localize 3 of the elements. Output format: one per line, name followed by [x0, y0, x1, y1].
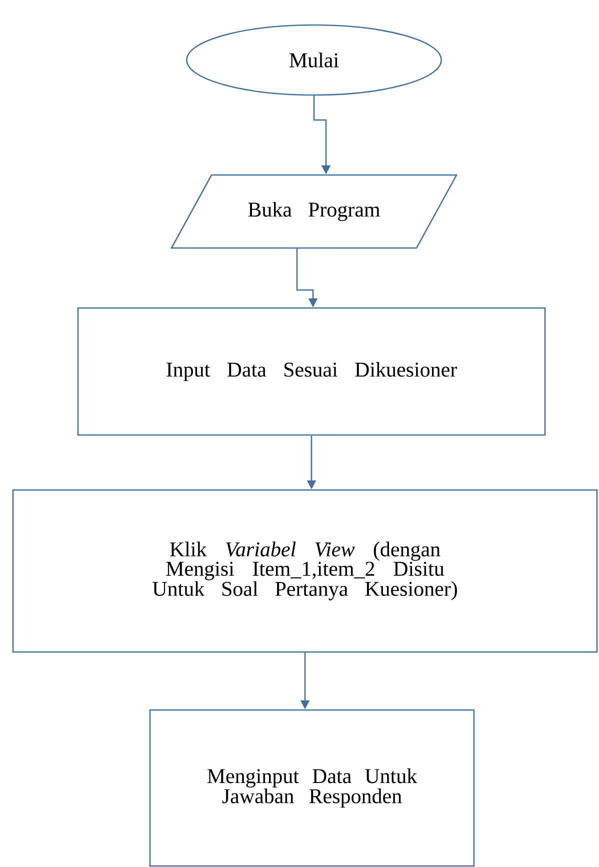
process-box: Klik Variabel View (dengan Mengisi Item_1,item_2 Disitu Untuk Soal Pertanya Kuesioner)	[12, 489, 598, 653]
process-box: Menginput Data Untuk Jawaban Responden	[149, 709, 475, 867]
process-box: Input Data Sesuai Dikuesioner	[77, 307, 546, 436]
